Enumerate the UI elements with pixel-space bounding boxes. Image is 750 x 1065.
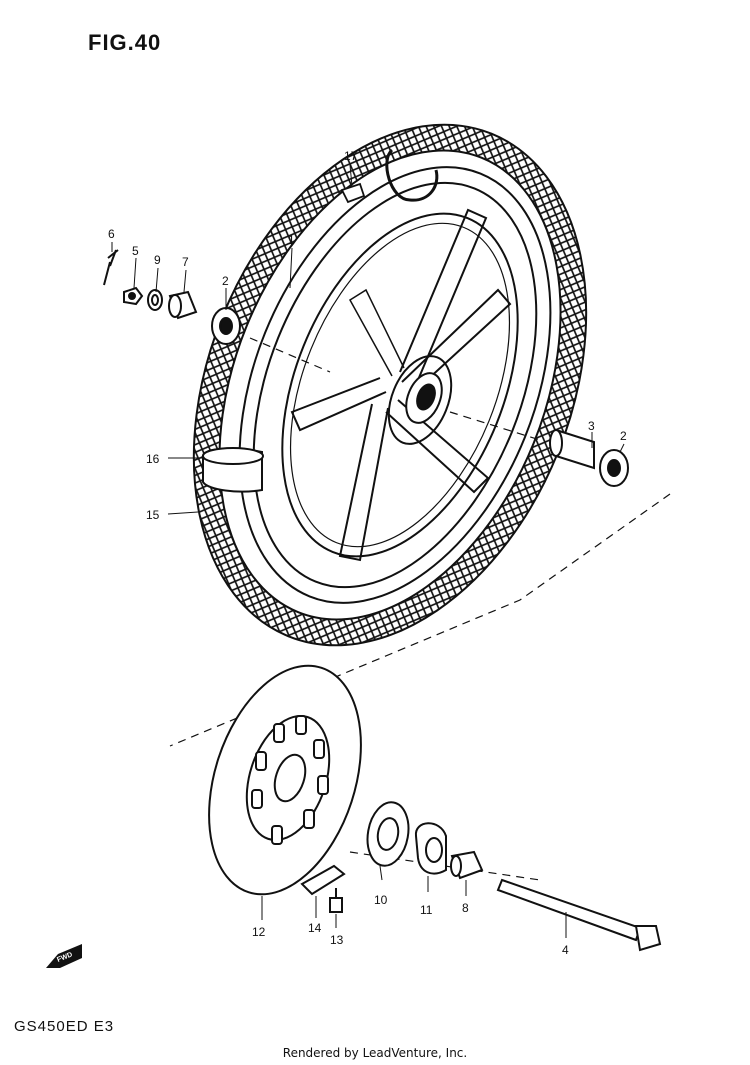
callout-11: 11 xyxy=(420,903,433,917)
bearing-right xyxy=(599,449,629,487)
wheel-spacer xyxy=(450,850,484,880)
spacer-right xyxy=(549,428,595,470)
leader-lines xyxy=(111,164,625,938)
disc-bolt xyxy=(329,888,343,913)
washer xyxy=(147,289,163,311)
rim-band xyxy=(201,447,264,493)
valve xyxy=(340,148,439,204)
callout-9: 9 xyxy=(154,253,161,267)
callout-15: 15 xyxy=(146,508,160,522)
wheel-hub xyxy=(387,355,453,445)
callout-3: 3 xyxy=(588,419,595,433)
callout-4: 4 xyxy=(562,943,569,957)
front-axle xyxy=(496,878,662,952)
wheel-spokes xyxy=(290,208,512,562)
lock-washer xyxy=(300,864,346,896)
callout-labels: 1 2 2 3 4 5 6 7 8 9 10 11 12 13 14 15 16… xyxy=(108,149,627,957)
dust-seal xyxy=(366,801,410,867)
callout-10: 10 xyxy=(374,893,388,907)
render-credit: Rendered by LeadVenture, Inc. xyxy=(282,1046,468,1060)
callout-8: 8 xyxy=(462,901,469,915)
spacer xyxy=(168,290,198,320)
tire xyxy=(192,123,588,647)
callout-1: 1 xyxy=(288,233,295,247)
callout-2-left: 2 xyxy=(222,274,229,288)
axle-nut xyxy=(123,286,144,306)
wheel-rim xyxy=(238,166,552,604)
callout-14: 14 xyxy=(308,921,322,935)
callout-17: 17 xyxy=(344,149,358,163)
callout-2-right: 2 xyxy=(620,429,627,443)
speedometer-gearbox xyxy=(414,822,447,875)
callout-13: 13 xyxy=(330,933,344,947)
callout-7: 7 xyxy=(182,255,189,269)
bearing-left xyxy=(211,307,241,345)
callout-12: 12 xyxy=(252,925,266,939)
callout-5: 5 xyxy=(132,244,139,258)
callout-6: 6 xyxy=(108,227,115,241)
callout-16: 16 xyxy=(146,452,160,466)
figure-title: FIG.40 xyxy=(88,30,162,55)
model-code: GS450ED E3 xyxy=(14,1018,115,1035)
cotter-pin xyxy=(103,249,119,286)
brake-disc xyxy=(208,664,362,896)
fwd-direction-arrow: FWD xyxy=(46,944,82,968)
